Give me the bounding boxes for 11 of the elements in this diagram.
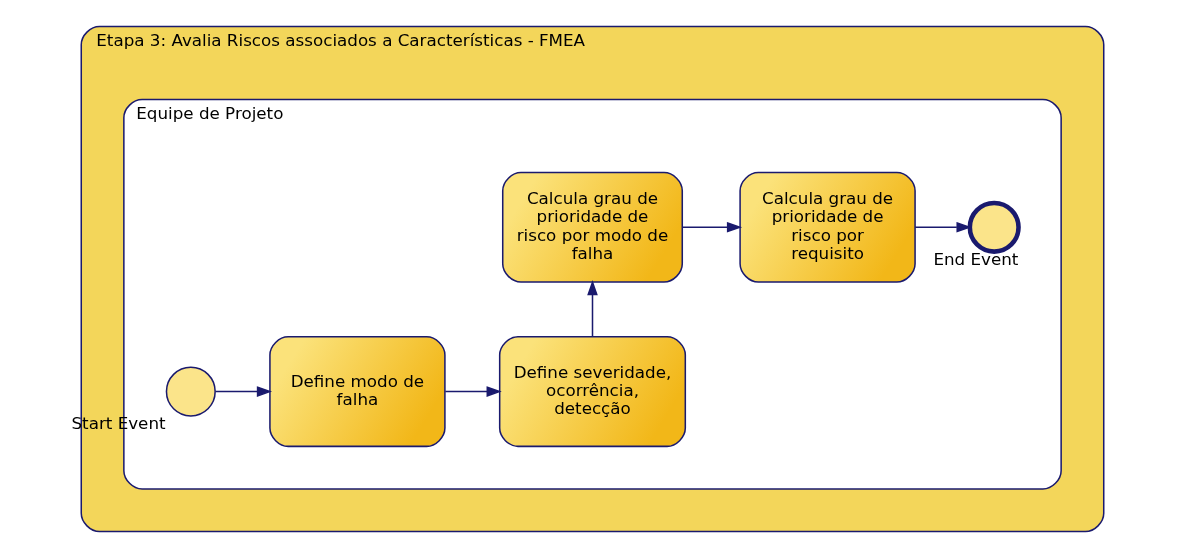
arrow bbox=[214, 386, 272, 397]
node-box: Calcula grau de prioridade de risco por requisito bbox=[738, 171, 916, 283]
node-box: Calcula grau de prioridade de risco por modo de falha bbox=[501, 171, 683, 283]
node-box: Define modo de falha bbox=[268, 336, 446, 448]
arrow bbox=[681, 221, 742, 233]
node-circle bbox=[967, 200, 1021, 254]
arrow bbox=[586, 279, 598, 338]
node-box: Define severidade, ocorrência, detecção bbox=[498, 336, 686, 448]
node-circle bbox=[165, 366, 216, 417]
arrow bbox=[444, 386, 502, 397]
node-label: End Event bbox=[932, 249, 1018, 269]
